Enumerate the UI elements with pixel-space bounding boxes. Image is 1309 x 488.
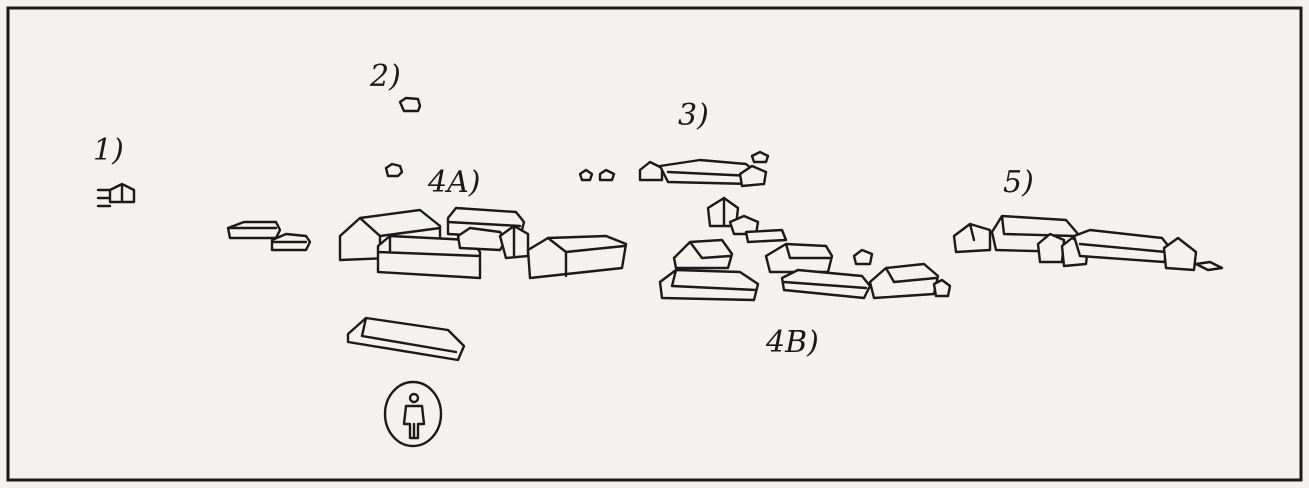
group-2-buildings — [400, 98, 420, 111]
building-4b-center — [766, 244, 832, 272]
building-5-left — [954, 224, 990, 252]
building-4b-longhouse — [660, 270, 758, 300]
label-group-4b: 4B) — [765, 325, 819, 360]
group-4a-buildings — [228, 208, 626, 278]
group-3-buildings — [580, 152, 768, 186]
building-4a-small-1 — [228, 222, 280, 238]
building-4b-house-left — [674, 240, 732, 268]
building-5-long — [1074, 230, 1170, 262]
building-4a-right — [528, 236, 626, 278]
label-group-2: 2) — [369, 59, 401, 94]
building-3-small — [640, 162, 662, 180]
building-lone-longhouse — [348, 318, 464, 360]
building-4a-small-2 — [272, 234, 310, 250]
building-4b-flat — [746, 230, 786, 242]
hut-3-b — [600, 170, 614, 180]
label-group-4a: 4A) — [427, 165, 480, 200]
person-in-circle-icon — [385, 382, 441, 446]
small-hut-4a-left — [386, 164, 402, 176]
label-group-3: 3) — [678, 98, 709, 133]
building-4b-right — [870, 264, 938, 298]
hut-4b-end — [934, 280, 950, 296]
group-1-buildings — [98, 184, 134, 206]
building-4a-middle — [458, 228, 506, 250]
building-5-end — [1164, 238, 1196, 270]
hut-3-top — [752, 152, 768, 162]
building-1 — [110, 184, 134, 202]
hut-4b-small — [854, 250, 872, 264]
building-4b-long-low — [782, 270, 870, 298]
label-group-1: 1) — [93, 133, 124, 168]
building-2 — [400, 98, 420, 111]
label-group-5: 5) — [1003, 165, 1034, 200]
hut-3-a — [580, 170, 592, 180]
group-4b-buildings — [660, 198, 950, 300]
group-5-buildings — [954, 216, 1222, 270]
building-5-tail — [1196, 262, 1222, 270]
